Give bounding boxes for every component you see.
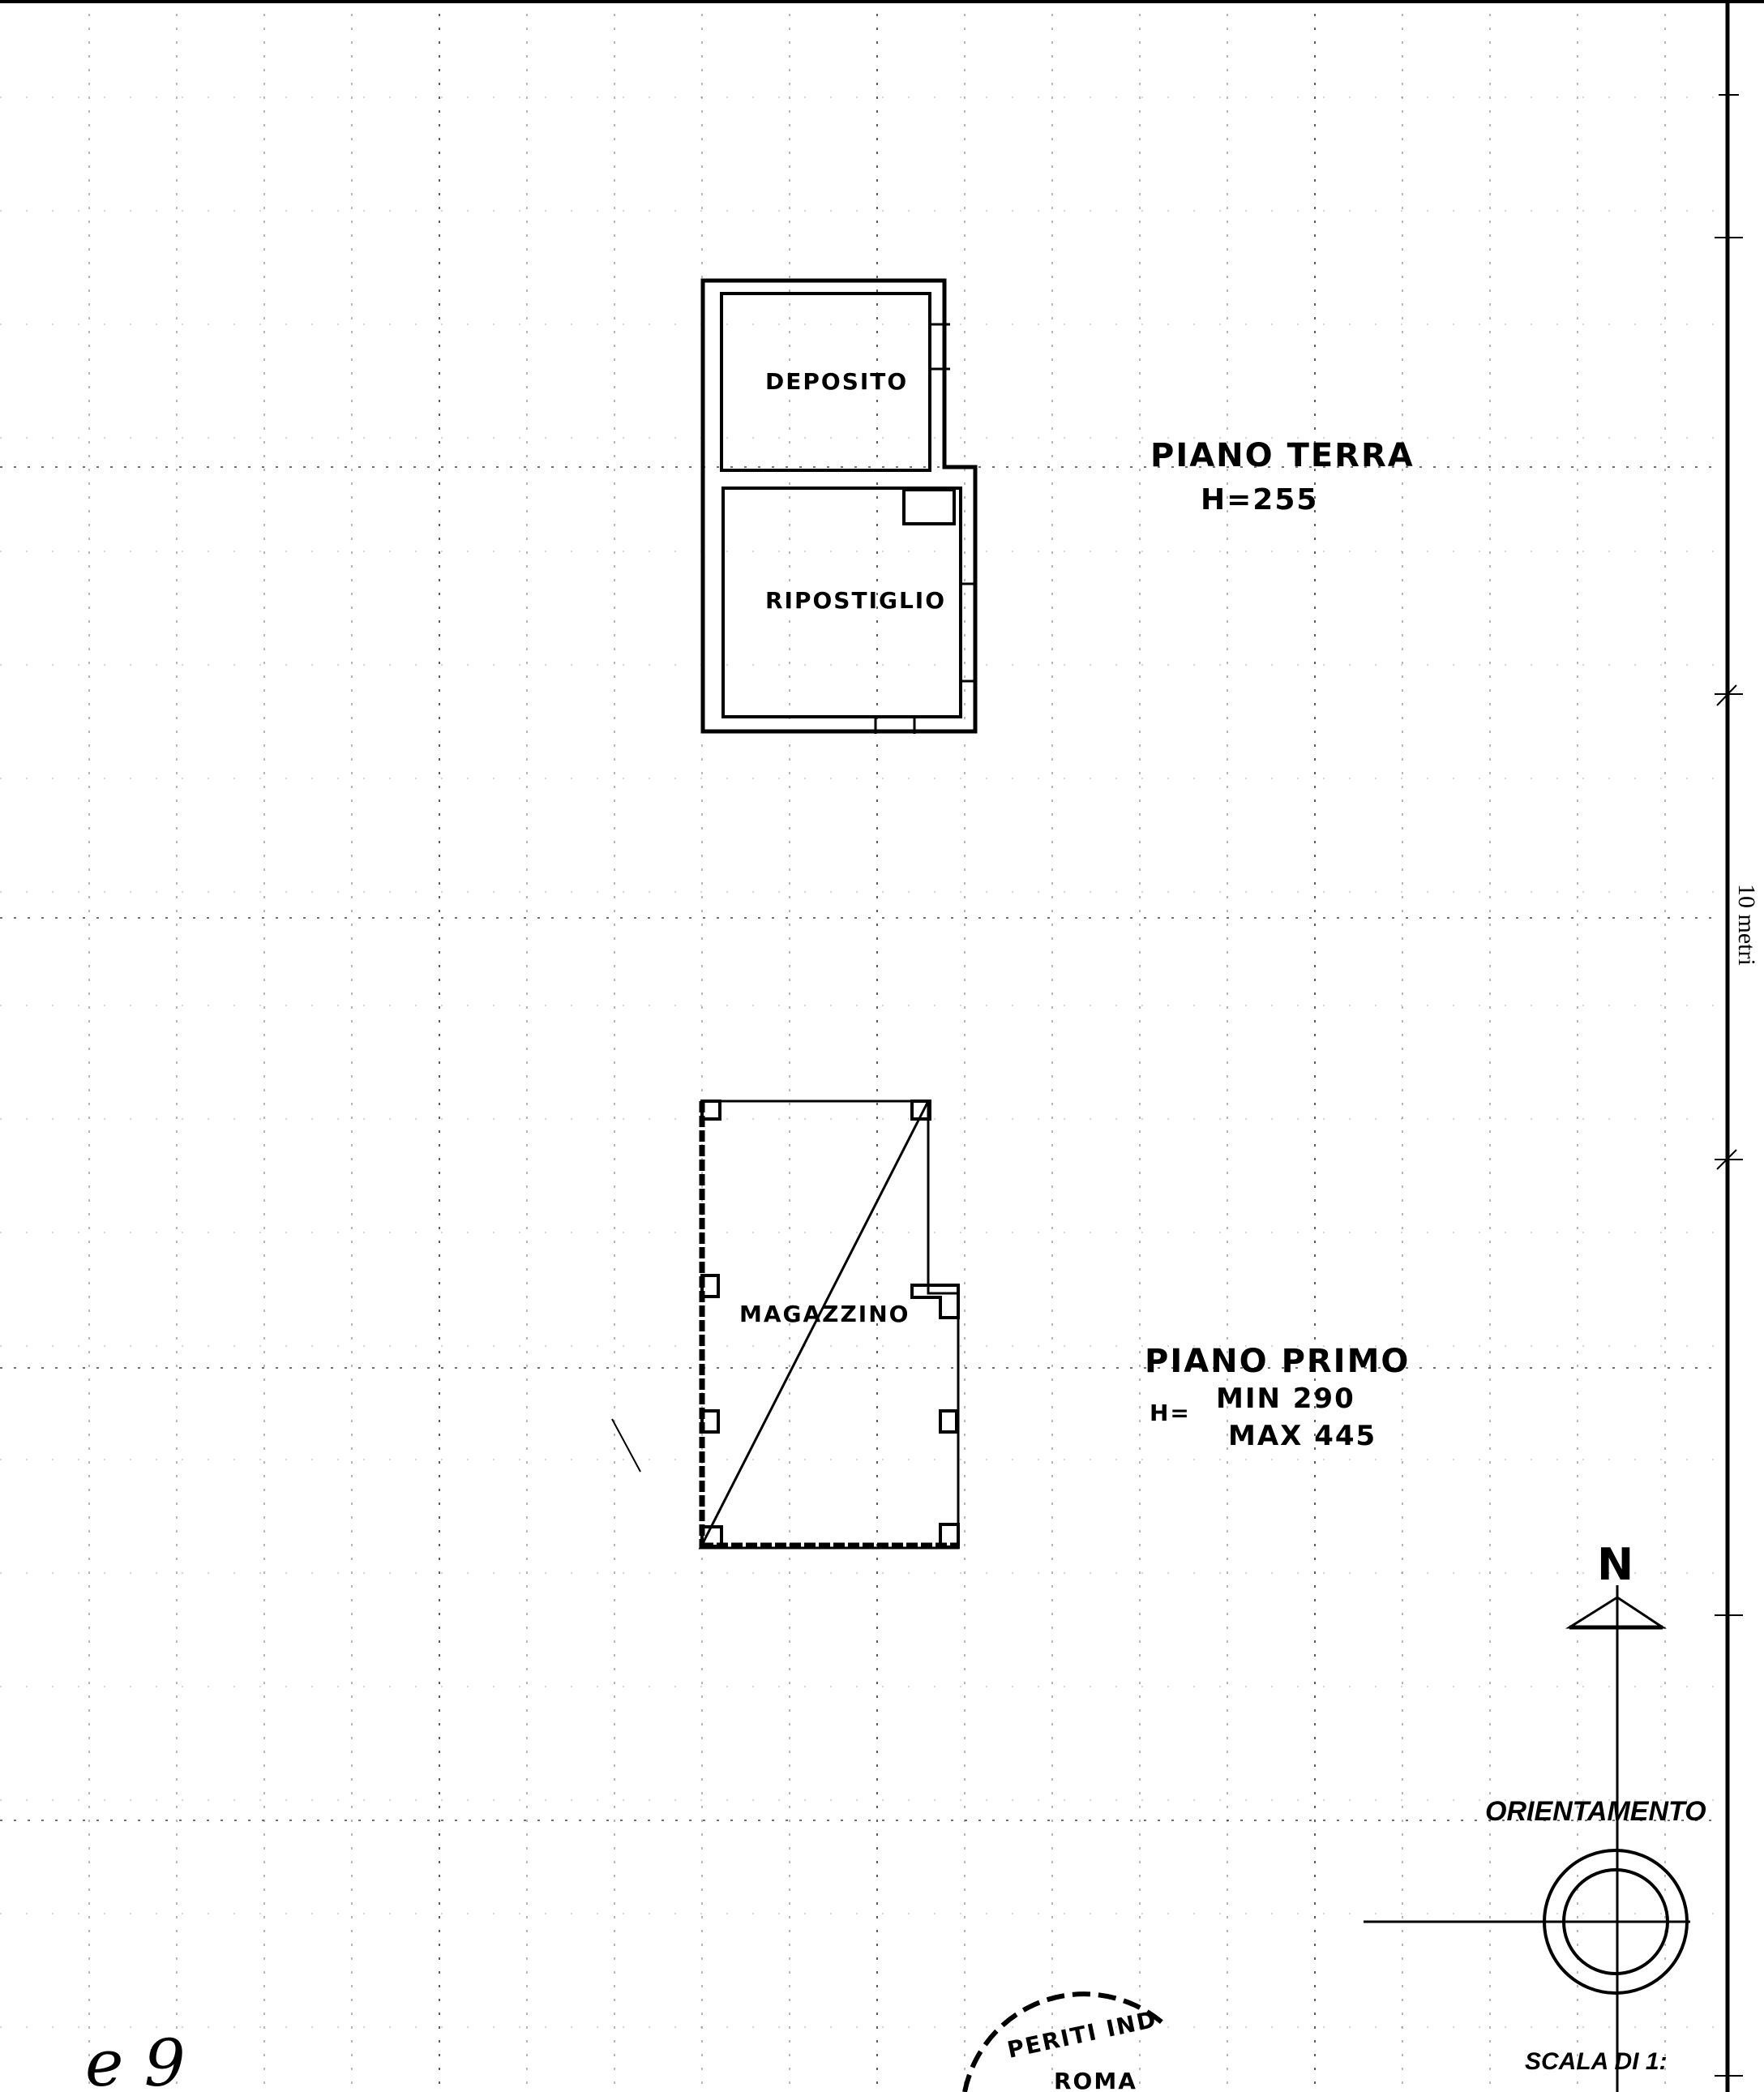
stamp-city: ROMA — [1054, 2068, 1137, 2092]
first-floor-height-max: MAX 445 — [1228, 1420, 1377, 1452]
handwritten-note: e 9 — [85, 2026, 186, 2092]
room-label-magazzino: MAGAZZINO — [739, 1301, 910, 1327]
north-arrow-icon — [1565, 1585, 1667, 2092]
scale-bar-label: 10 metri — [1733, 884, 1760, 966]
first-floor-height-min: MIN 290 — [1216, 1383, 1355, 1415]
scale-label: SCALA DI 1: — [1525, 2048, 1668, 2075]
professional-stamp: PERITI IND ROMA — [962, 1991, 1170, 2092]
dotted-grid — [0, 0, 1719, 2092]
orientation-compass-icon — [1364, 1849, 1690, 1995]
ground-floor-plan — [700, 278, 978, 734]
first-floor-plan — [611, 1100, 960, 1550]
ground-floor-title: PIANO TERRA — [1150, 437, 1415, 474]
ground-floor-height: H=255 — [1201, 483, 1318, 517]
first-floor-title: PIANO PRIMO — [1145, 1343, 1410, 1380]
first-floor-height-prefix: H= — [1150, 1400, 1191, 1426]
stamp-text: PERITI IND — [1005, 2005, 1160, 2063]
room-label-deposito: DEPOSITO — [765, 368, 908, 395]
north-letter: N — [1597, 1539, 1635, 1590]
orientation-label: ORIENTAMENTO — [1485, 1796, 1706, 1827]
room-label-ripostiglio: RIPOSTIGLIO — [765, 587, 946, 614]
scale-bar-ticks — [1715, 94, 1743, 2077]
